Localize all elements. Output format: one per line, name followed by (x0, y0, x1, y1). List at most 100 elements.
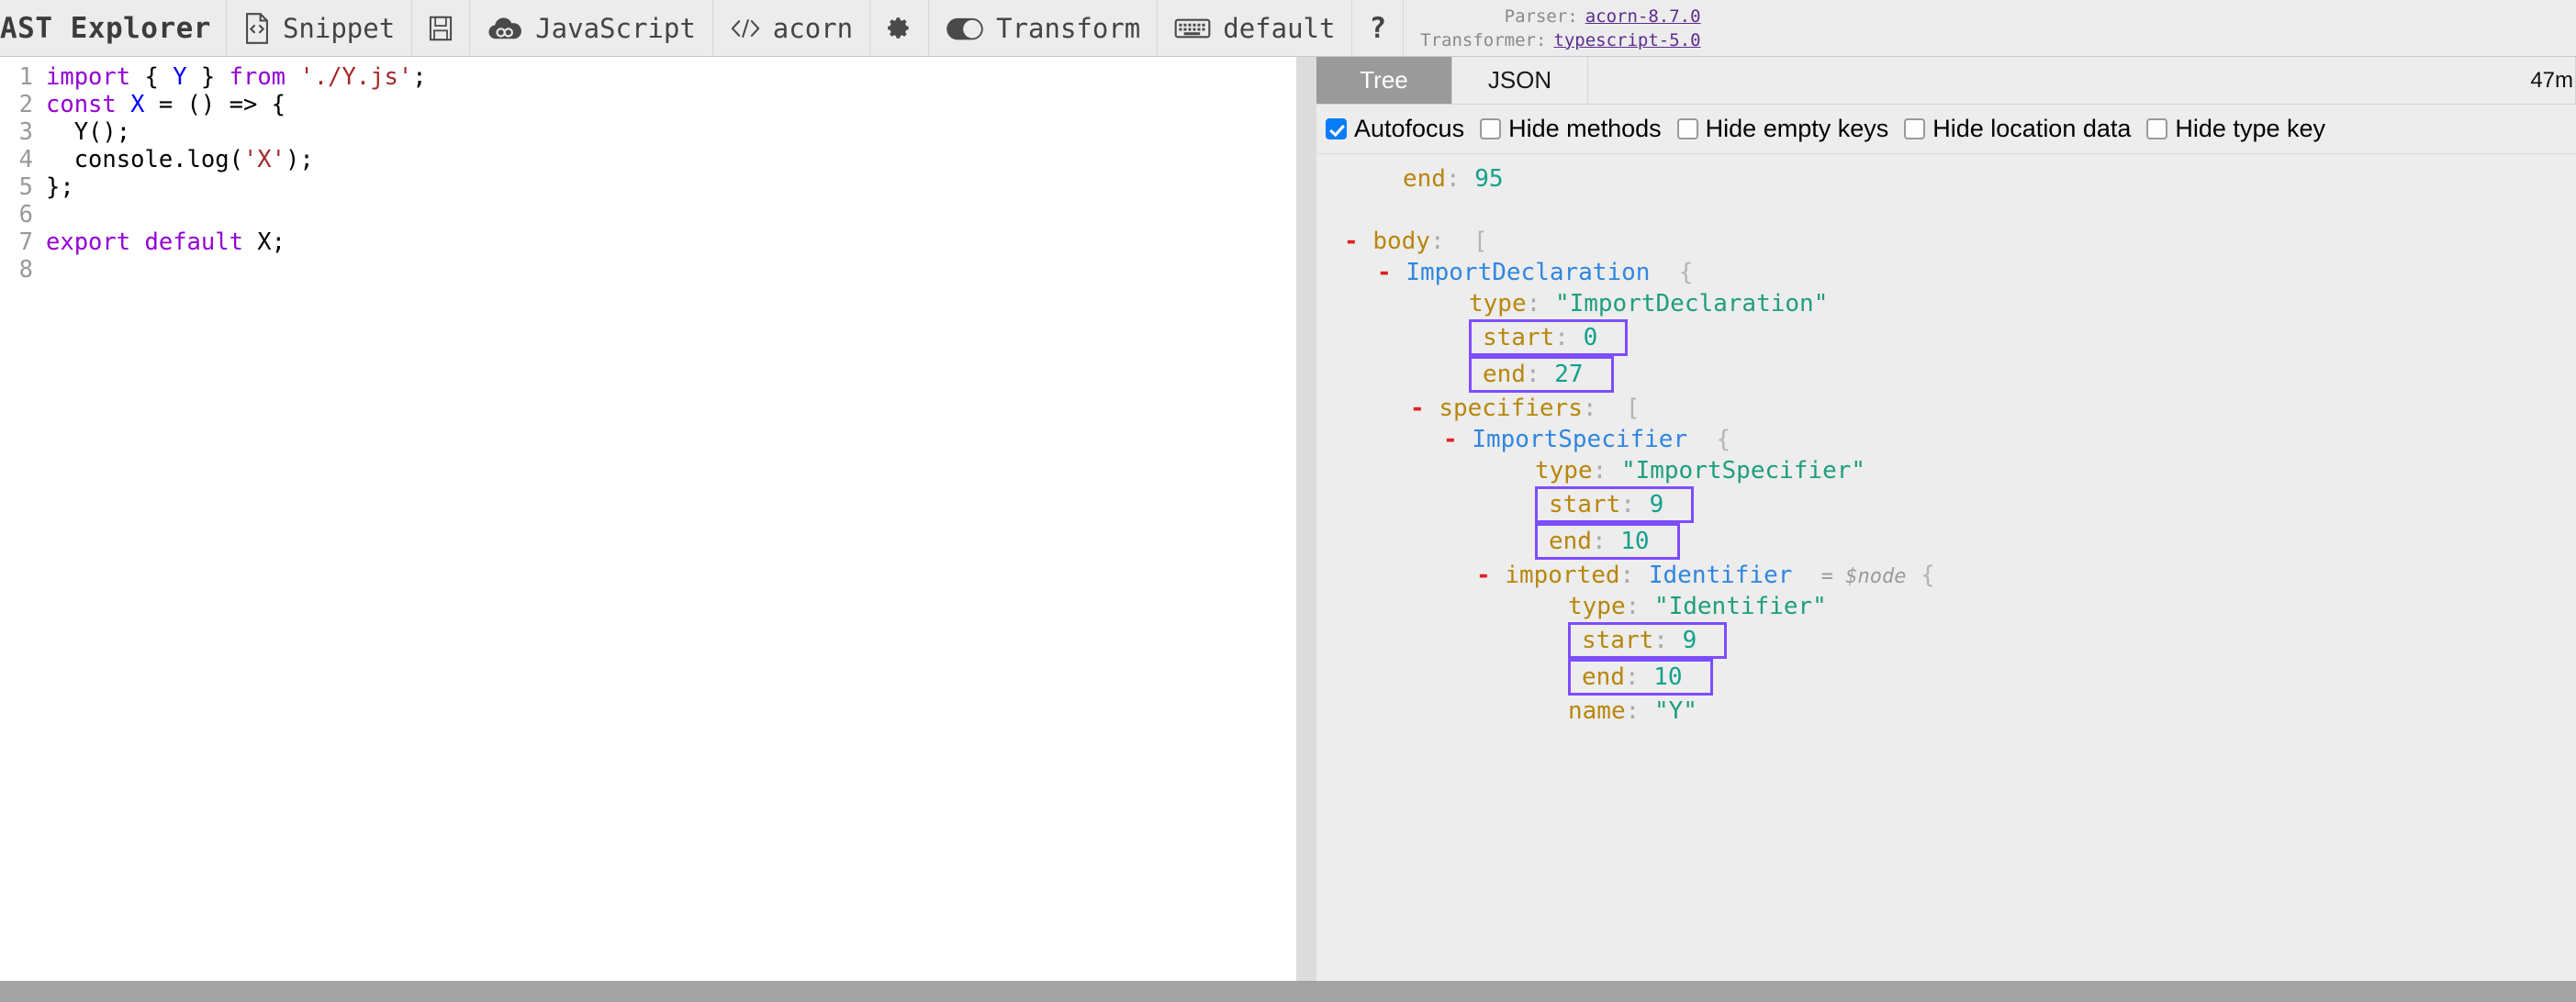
code-line: 5}; (0, 173, 1296, 201)
tree-row[interactable]: - ImportDeclaration { (1316, 257, 2576, 288)
language-selector[interactable]: JavaScript (470, 0, 713, 56)
tree-token: end (1403, 165, 1446, 193)
ast-tree[interactable]: end: 95- body: [- ImportDeclaration {typ… (1316, 154, 2576, 962)
javascript-cloud-icon (487, 15, 523, 42)
code-text: }; (46, 173, 74, 201)
tree-row-content: type: "Identifier" (1568, 591, 2576, 622)
tree-token: : (1620, 491, 1650, 518)
code-brackets-icon (730, 17, 761, 40)
horizontal-scrollbar[interactable] (0, 981, 2576, 1002)
collapse-toggle-icon[interactable]: - (1476, 562, 1506, 589)
tree-row[interactable] (1316, 195, 2576, 226)
collapse-toggle-icon[interactable]: - (1443, 426, 1473, 453)
tree-token: : (1445, 165, 1475, 193)
collapse-toggle-icon[interactable]: - (1410, 395, 1439, 422)
tree-token: : (1525, 361, 1555, 388)
line-number: 1 (18, 63, 33, 91)
tree-token: 27 (1554, 361, 1584, 388)
tree-row[interactable]: type: "ImportSpecifier" (1316, 455, 2576, 486)
tree-token: { (1650, 259, 1694, 286)
line-number: 6 (18, 201, 33, 228)
tree-row[interactable]: type: "ImportDeclaration" (1316, 288, 2576, 319)
tree-row-content: end: 95 (1403, 163, 2576, 195)
checkbox-icon[interactable] (1904, 118, 1926, 139)
tree-token: Identifier (1648, 562, 1793, 589)
checkbox-icon[interactable] (1676, 118, 1698, 139)
tree-row[interactable]: - specifiers: [ (1316, 393, 2576, 424)
option-autofocus[interactable]: Autofocus (1326, 115, 1464, 143)
tree-row[interactable]: - body: [ (1316, 226, 2576, 257)
code-text: const X = () => { (46, 91, 286, 118)
parser-selector[interactable]: acorn (713, 0, 871, 56)
tree-token: : (1625, 697, 1654, 725)
tree-token: "Y" (1653, 697, 1697, 725)
checkbox-icon[interactable] (1326, 118, 1347, 139)
option-hide-empty-keys[interactable]: Hide empty keys (1676, 115, 1889, 143)
tree-row-content: end: 27 (1469, 356, 1614, 393)
tree-row-content: type: "ImportSpecifier" (1535, 455, 2576, 486)
tree-row-content: - ImportSpecifier { (1443, 424, 2576, 455)
tab-tree[interactable]: Tree (1316, 57, 1452, 104)
tree-token: 0 (1583, 324, 1598, 351)
tree-row[interactable]: - ImportSpecifier { (1316, 424, 2576, 455)
code-token: Y(); (46, 118, 131, 146)
collapse-toggle-icon[interactable]: - (1344, 228, 1373, 255)
transform-toggle[interactable]: Transform (929, 0, 1159, 56)
tree-row-content: start: 9 (1535, 486, 1695, 523)
snippet-button[interactable]: Snippet (227, 0, 413, 56)
code-token: X; (242, 228, 286, 256)
tree-row-highlighted[interactable]: start: 0 (1316, 319, 2576, 356)
tree-row[interactable]: type: "Identifier" (1316, 591, 2576, 622)
save-snippet-button[interactable] (412, 0, 471, 56)
parser-label: acorn (772, 12, 854, 44)
transformer-version-link[interactable]: typescript-5.0 (1553, 29, 1701, 50)
tree-row-content: end: 10 (1535, 523, 1680, 560)
tree-row[interactable]: end: 95 (1316, 163, 2576, 195)
keymap-selector[interactable]: default (1158, 0, 1353, 56)
code-text: Y(); (46, 118, 130, 146)
tab-json[interactable]: JSON (1452, 57, 1588, 104)
parser-settings-button[interactable] (870, 0, 930, 56)
tree-row-highlighted[interactable]: start: 9 (1316, 622, 2576, 659)
option-label: Hide empty keys (1705, 115, 1889, 142)
panel-divider[interactable] (1296, 57, 1316, 981)
tree-token: "ImportSpecifier" (1620, 457, 1866, 484)
option-hide-location-data[interactable]: Hide location data (1904, 115, 2131, 143)
tree-row-content: - body: [ (1344, 226, 2576, 257)
line-number: 3 (18, 118, 33, 146)
line-number: 4 (18, 146, 33, 173)
tree-token: : (1591, 528, 1621, 555)
code-token: }; (46, 173, 74, 201)
tree-row-highlighted[interactable]: end: 10 (1316, 523, 2576, 560)
keyboard-icon (1174, 16, 1211, 41)
tree-token: specifiers (1439, 395, 1583, 422)
parser-caption: Parser: (1504, 6, 1578, 27)
help-button[interactable]: ? (1352, 0, 1405, 56)
line-number: 5 (18, 173, 33, 201)
tree-token: : (1592, 457, 1621, 484)
tree-row-content: end: 10 (1568, 659, 1713, 696)
checkbox-icon[interactable] (2146, 118, 2168, 139)
code-token (117, 91, 130, 118)
code-line: 8 (0, 256, 1296, 284)
tree-token: : (1554, 324, 1584, 351)
transform-label: Transform (996, 12, 1141, 44)
gear-icon (887, 16, 912, 40)
checkbox-icon[interactable] (1480, 118, 1502, 139)
snippet-label: Snippet (282, 12, 396, 44)
option-hide-type-key[interactable]: Hide type key (2146, 115, 2325, 143)
tree-row-highlighted[interactable]: end: 10 (1316, 659, 2576, 696)
collapse-toggle-icon[interactable]: - (1377, 259, 1406, 286)
tree-row[interactable]: name: "Y" (1316, 696, 2576, 727)
option-hide-methods[interactable]: Hide methods (1480, 115, 1662, 143)
tree-row-highlighted[interactable]: start: 9 (1316, 486, 2576, 523)
tree-row-content: start: 0 (1469, 319, 1629, 356)
tree-row[interactable]: - imported: Identifier = $node { (1316, 560, 2576, 591)
main-toolbar: AST Explorer Snippet (0, 0, 2576, 57)
tree-token: imported (1505, 562, 1620, 589)
parser-version-link[interactable]: acorn-8.7.0 (1585, 6, 1701, 27)
tree-row-highlighted[interactable]: end: 27 (1316, 356, 2576, 393)
